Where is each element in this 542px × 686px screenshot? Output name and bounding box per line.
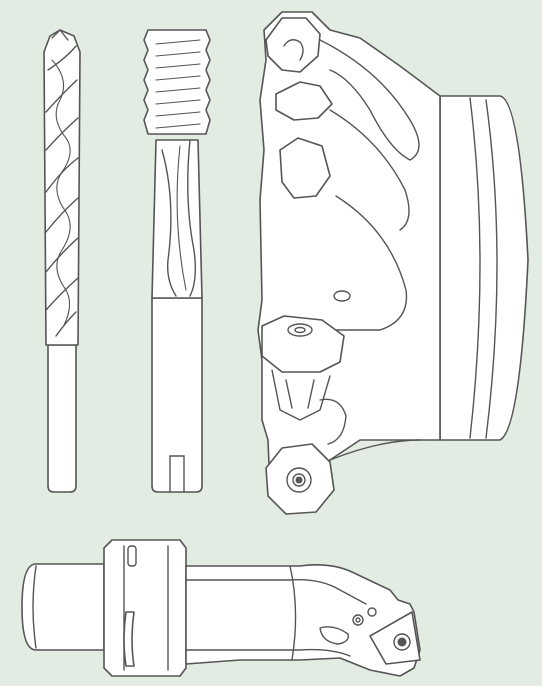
boring-bar-icon [21,539,421,677]
thread-tap-icon [143,29,211,493]
face-mill-cutter-icon [257,11,529,515]
twist-drill-icon [43,29,81,493]
